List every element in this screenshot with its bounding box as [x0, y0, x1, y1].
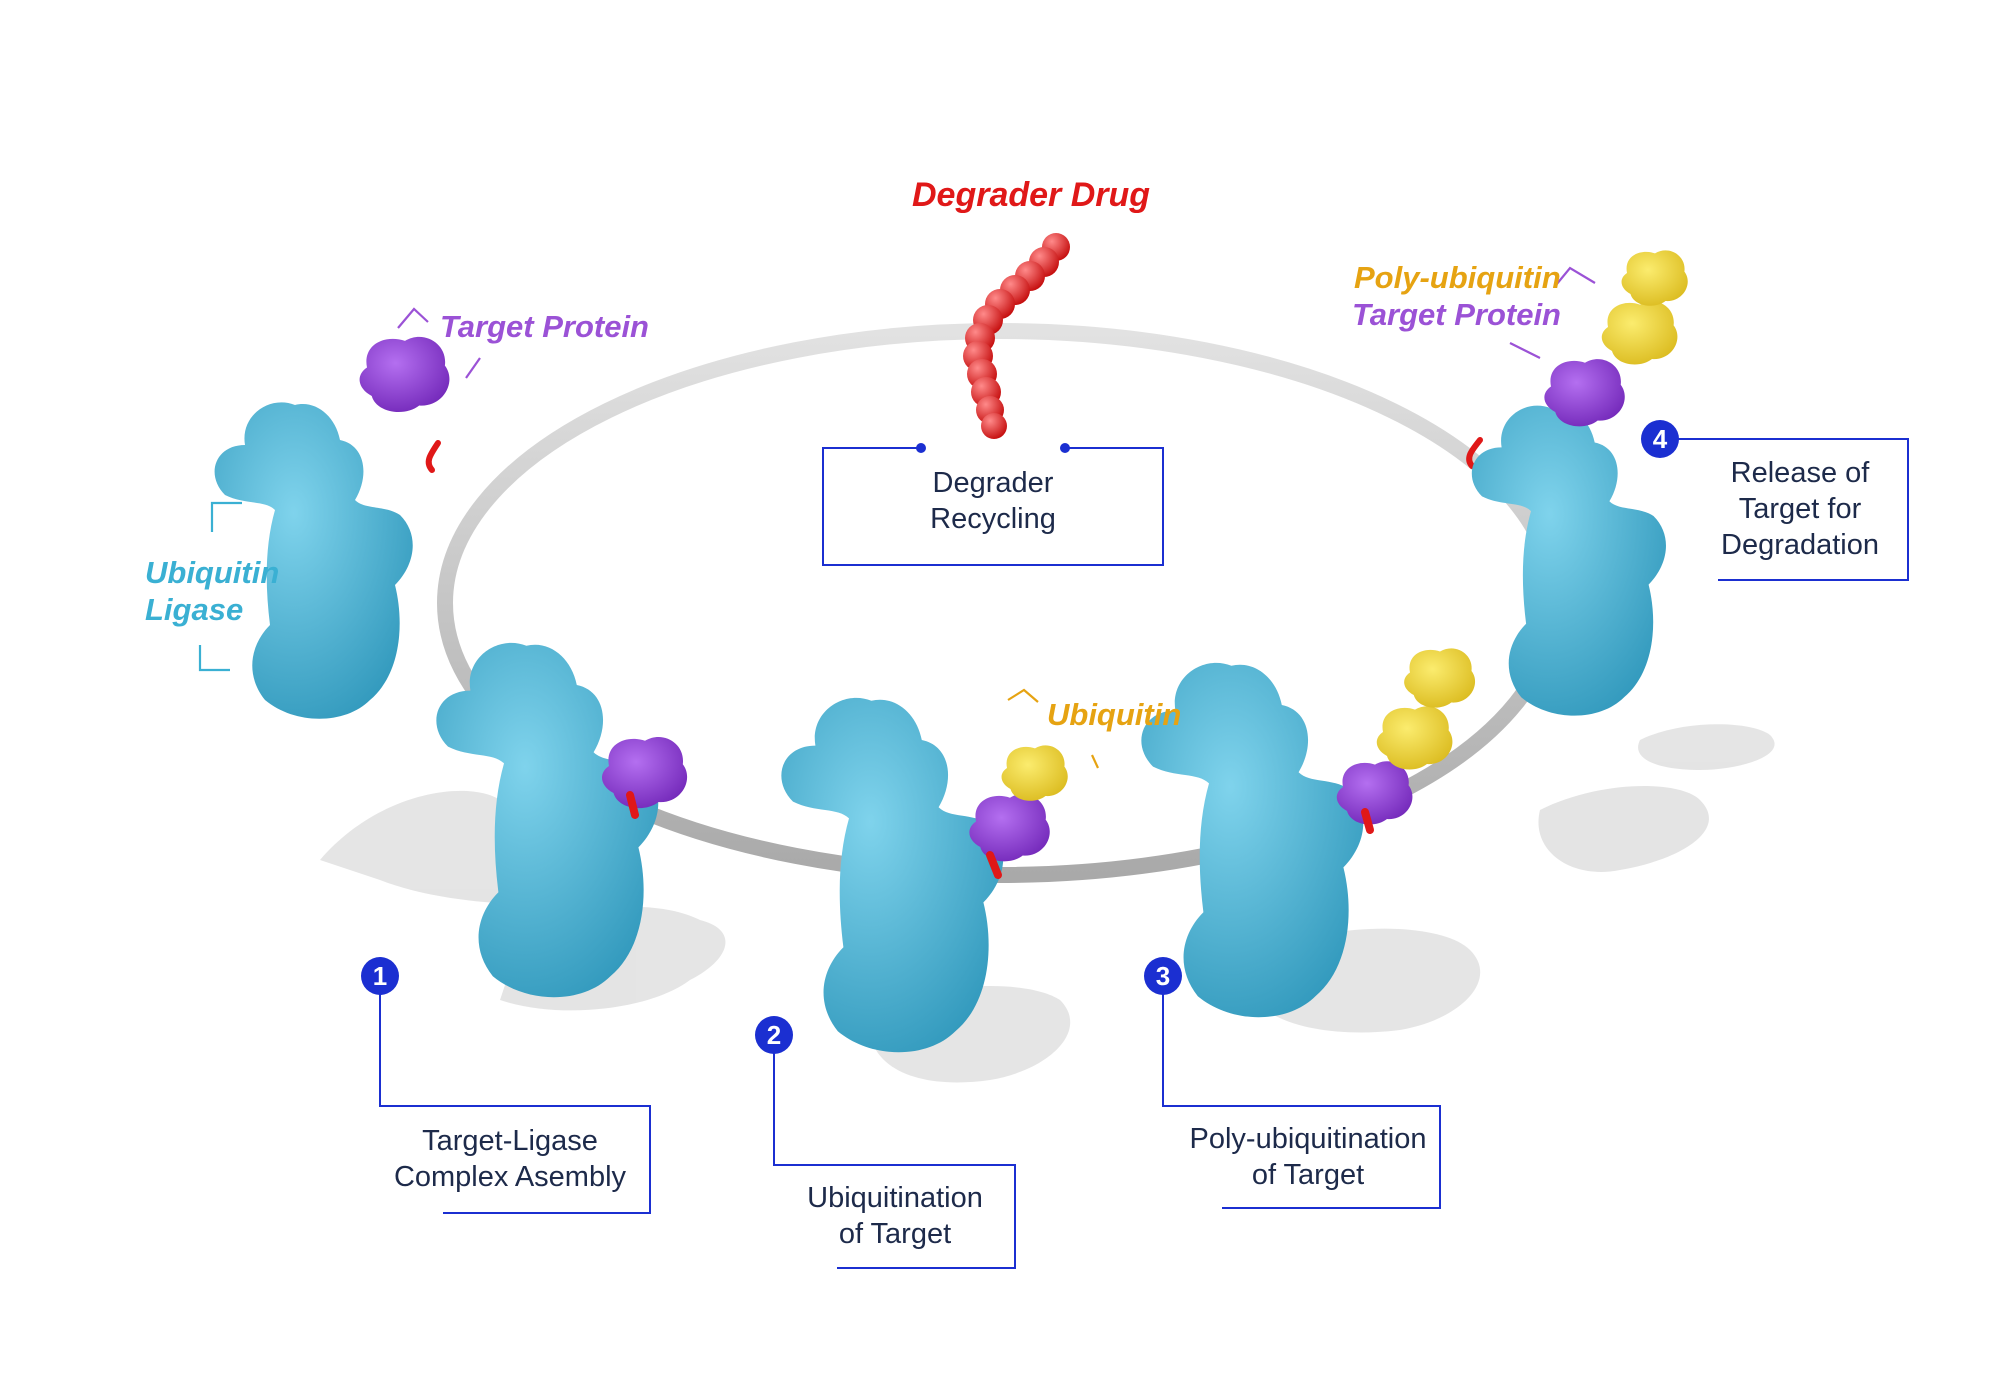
step3-complex: [1141, 648, 1476, 1018]
poly-ubiquitin-label-line1: Poly-ubiquitin: [1354, 260, 1561, 295]
callout-dots: [916, 443, 1070, 453]
ubiquitin-label: Ubiquitin: [1047, 697, 1182, 732]
step4-caption-line3: Degradation: [1721, 529, 1879, 561]
step4-caption-line2: Target for: [1738, 493, 1862, 525]
poly-ubiquitin-label-line2: Target Protein: [1352, 297, 1561, 332]
step3-caption-line2: of Target: [1251, 1159, 1365, 1191]
degrader-recycling-line1: Degrader: [932, 467, 1054, 499]
step1-badge: 1: [361, 957, 399, 995]
drug-fragment-left: [425, 440, 441, 473]
step1-caption-line2: Complex Asembly: [393, 1161, 627, 1193]
step1-complex: [436, 642, 688, 998]
degrader-recycling-line2: Recycling: [930, 503, 1056, 535]
degrader-recycling-box: Degrader Recycling: [823, 465, 1163, 537]
target-protein-label: Target Protein: [440, 309, 649, 344]
step2-complex: [781, 697, 1068, 1053]
step3-caption-line1: Poly-ubiquitination: [1189, 1123, 1427, 1155]
ubiquitin-ligase-label-line2: Ligase: [145, 592, 244, 627]
degrader-drug-label: Degrader Drug: [912, 176, 1151, 214]
step2-caption: Ubiquitination of Target: [775, 1180, 1015, 1252]
step2-badge: 2: [755, 1016, 793, 1054]
step1-caption: Target-Ligase Complex Asembly: [380, 1123, 640, 1195]
drug-fragment-right: [1466, 437, 1483, 469]
step4-caption: Release of Target for Degradation: [1700, 455, 1900, 563]
degrader-drug-molecule: [963, 233, 1070, 439]
callout-lines: [379, 438, 1909, 1269]
ubiquitin-ligase-label-line1: Ubiquitin: [145, 555, 280, 590]
step2-caption-line2: of Target: [838, 1218, 952, 1250]
step3-caption: Poly-ubiquitination of Target: [1163, 1121, 1453, 1193]
label-brackets: [198, 266, 1596, 769]
step3-badge: 3: [1144, 957, 1182, 995]
step1-caption-line1: Target-Ligase: [422, 1125, 598, 1157]
step4-badge: 4: [1641, 420, 1679, 458]
step4-caption-line1: Release of: [1730, 457, 1870, 489]
step2-caption-line1: Ubiquitination: [807, 1182, 983, 1214]
target-protein-free: [359, 336, 450, 413]
